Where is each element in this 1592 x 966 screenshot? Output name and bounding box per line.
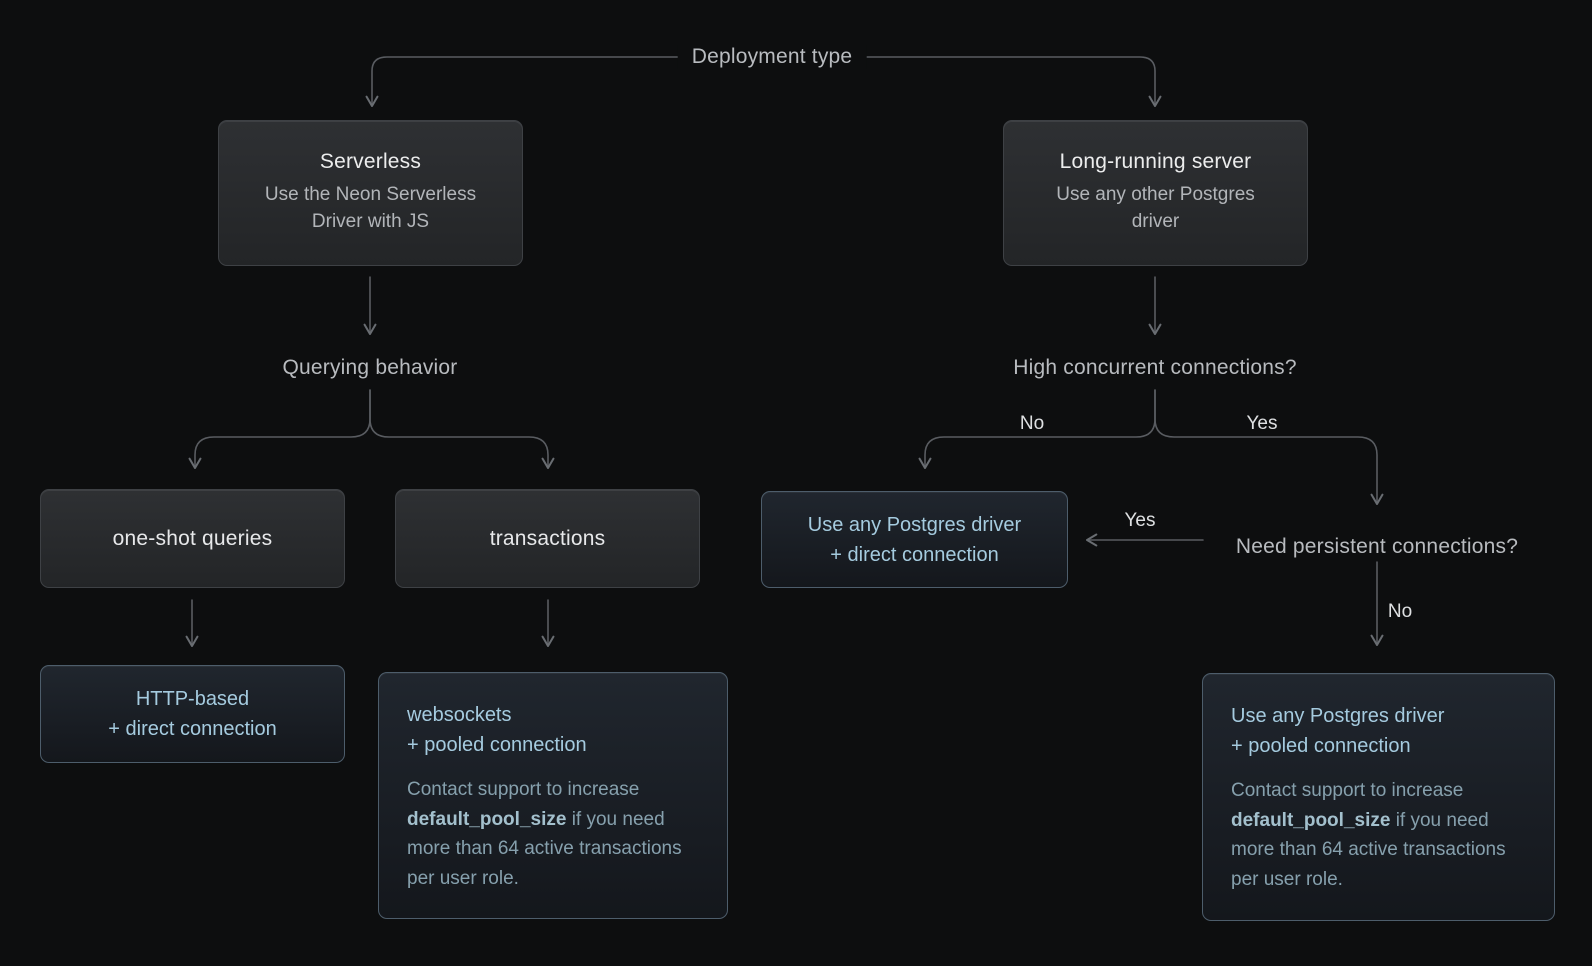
node-serverless-title: Serverless	[319, 150, 422, 174]
connector-querying-to-transactions	[369, 389, 555, 470]
node-http-direct-line1: HTTP-based	[135, 688, 250, 710]
pool-size-note: Contact support to increase default_pool…	[407, 775, 699, 894]
note-text-before: Contact support to increase	[1231, 779, 1464, 801]
edge-label-no-concurrent: No	[1019, 413, 1045, 434]
node-websockets-pooled-line2: + pooled connection	[407, 734, 587, 757]
pool-size-note: Contact support to increase default_pool…	[1231, 776, 1526, 895]
node-any-driver-direct: Use any Postgres driver + direct connect…	[761, 491, 1068, 588]
node-serverless-subtitle: Use the Neon Serverless Driver with JS	[264, 184, 477, 232]
decision-deployment-type: Deployment type	[677, 45, 867, 69]
node-long-running-subtitle: Use any other Postgres driver	[1056, 184, 1255, 232]
node-long-running-title: Long-running server	[1059, 150, 1252, 174]
node-any-driver-pooled: Use any Postgres driver + pooled connect…	[1202, 673, 1555, 921]
node-long-running-server: Long-running server Use any other Postgr…	[1003, 120, 1308, 266]
note-text-after: if you need more than 64 active transact…	[1231, 809, 1506, 891]
node-transactions: transactions	[395, 489, 700, 588]
node-any-driver-direct-line2: + direct connection	[830, 543, 999, 566]
edge-label-yes-persistent: Yes	[1124, 510, 1156, 531]
edge-label-no-persistent: No	[1387, 601, 1413, 622]
node-one-shot-queries: one-shot queries	[40, 489, 345, 588]
node-websockets-pooled: websockets + pooled connection Contact s…	[378, 672, 728, 919]
note-text-before: Contact support to increase	[407, 778, 640, 800]
note-code-default-pool-size: default_pool_size	[1231, 809, 1391, 831]
connector-concurrent-yes-to-persistent	[1154, 389, 1384, 506]
edge-label-yes-concurrent: Yes	[1246, 413, 1278, 434]
node-any-driver-pooled-line1: Use any Postgres driver	[1231, 705, 1445, 727]
node-transactions-title: transactions	[489, 526, 606, 550]
note-code-default-pool-size: default_pool_size	[407, 808, 567, 830]
node-any-driver-direct-line1: Use any Postgres driver	[807, 513, 1022, 536]
node-http-direct-line2: + direct connection	[108, 718, 277, 740]
decision-need-persistent-connections: Need persistent connections?	[1235, 535, 1519, 558]
node-serverless: Serverless Use the Neon Serverless Drive…	[218, 120, 523, 266]
decision-querying-behavior: Querying behavior	[282, 356, 458, 379]
connector-concurrent-no-to-direct	[918, 389, 1156, 470]
connector-deployment-to-longrunning	[771, 56, 1162, 108]
node-http-direct: HTTP-based + direct connection	[40, 665, 345, 763]
node-websockets-pooled-line1: websockets	[407, 704, 512, 726]
note-text-after: if you need more than 64 active transact…	[407, 808, 682, 890]
node-one-shot-title: one-shot queries	[112, 526, 273, 550]
decision-high-concurrent-connections: High concurrent connections?	[1013, 356, 1297, 379]
node-any-driver-pooled-line2: + pooled connection	[1231, 735, 1411, 758]
connector-deployment-to-serverless	[365, 56, 773, 108]
connector-querying-to-oneshot	[188, 389, 371, 470]
